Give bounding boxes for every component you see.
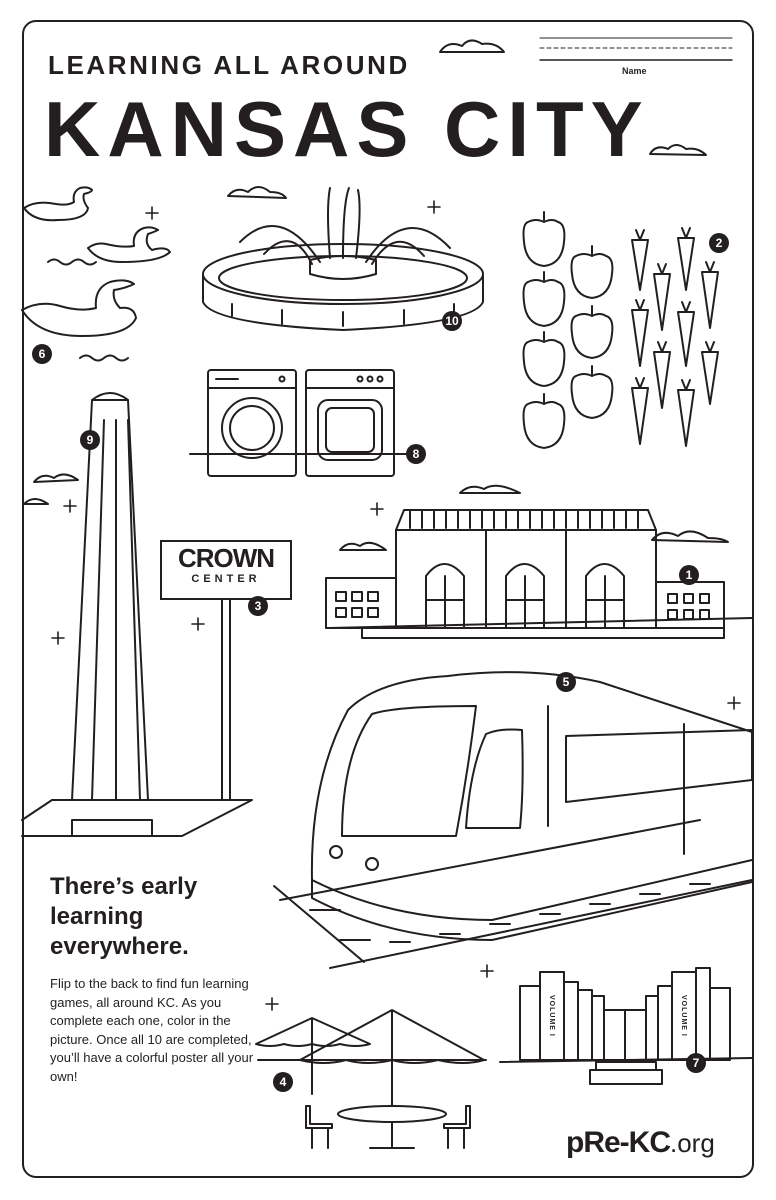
badge-10: 10 — [442, 311, 462, 331]
badge-7: 7 — [686, 1053, 706, 1073]
name-field-label: Name — [622, 66, 647, 76]
badge-2: 2 — [709, 233, 729, 253]
poster-frame — [22, 20, 754, 1178]
badge-4: 4 — [273, 1072, 293, 1092]
badge-9: 9 — [80, 430, 100, 450]
sparkle-icon — [52, 201, 740, 1010]
laundromat-illustration — [190, 370, 420, 476]
book-spine-label-left: VOLUME I — [548, 995, 555, 1037]
callout-body: Flip to the back to find fun learning ga… — [50, 976, 254, 1084]
callout-headline: There’s early learning everywhere. — [50, 873, 198, 960]
badge-1: 1 — [679, 565, 699, 585]
prekc-logo: pRe-KC.org — [566, 1128, 715, 1158]
logo-wordmark: pRe-KC — [566, 1126, 671, 1159]
logo-suffix: .org — [670, 1128, 715, 1158]
crown-center-sign: CROWN CENTER — [160, 540, 292, 600]
badge-5: 5 — [556, 672, 576, 692]
ducks-illustration — [22, 187, 170, 360]
book-spine-label-right: VOLUME I — [680, 995, 687, 1037]
badge-8: 8 — [406, 444, 426, 464]
sign-post — [222, 600, 230, 800]
crown-sign-line1: CROWN — [177, 543, 275, 573]
union-station-illustration — [326, 510, 752, 638]
vegetables-illustration — [524, 212, 719, 448]
name-lines — [540, 38, 732, 60]
poster-title: KANSAS CITY — [44, 85, 650, 173]
badge-3: 3 — [248, 596, 268, 616]
crown-sign-line2: CENTER — [191, 573, 261, 585]
library-illustration — [500, 968, 752, 1084]
streetcar-illustration — [274, 672, 752, 968]
badge-6: 6 — [32, 344, 52, 364]
poster-subtitle: LEARNING ALL AROUND — [48, 50, 410, 80]
cloud-icon — [24, 40, 728, 550]
patio-illustration — [256, 1010, 486, 1148]
fountain-illustration — [203, 188, 483, 330]
liberty-memorial-illustration — [22, 393, 252, 836]
